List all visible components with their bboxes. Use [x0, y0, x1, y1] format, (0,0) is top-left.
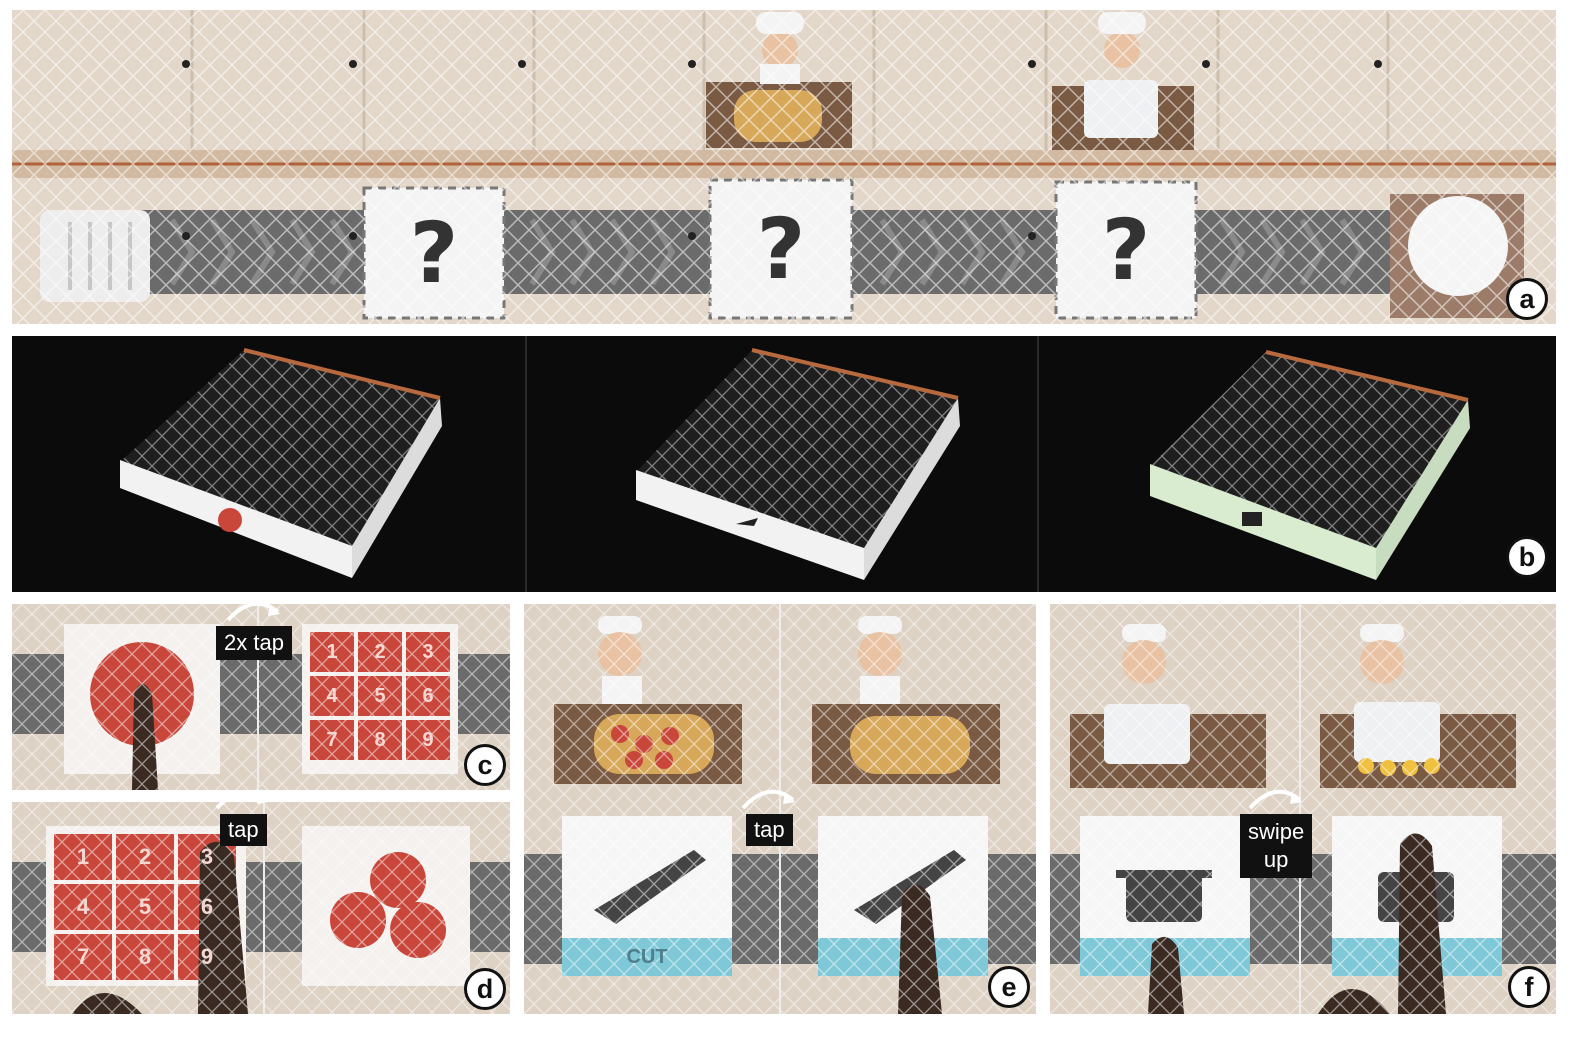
tile-knife: [636, 348, 960, 580]
panel-label-f: f: [1508, 966, 1550, 1008]
digit-1: 1: [326, 640, 338, 663]
mystery-tile-3: ?: [1101, 201, 1151, 299]
digit-8: 8: [138, 944, 152, 969]
mystery-tile-2: ?: [756, 200, 806, 298]
panel-label-c: c: [464, 744, 506, 786]
panel-b-scene: [120, 336, 1470, 592]
panel-d-tap: 1 2 3 4 5 6 7 8 9 tap d: [12, 802, 510, 1014]
panel-label-a: a: [1506, 278, 1548, 320]
curved-arrow-icon: [1248, 789, 1303, 810]
panel-label-b: b: [1506, 536, 1548, 578]
digit-3: 3: [200, 844, 214, 869]
panel-f-swipe-up: swipe up f: [1050, 604, 1556, 1014]
mystery-tile-1: ?: [409, 204, 459, 302]
gesture-tap-cut: tap: [741, 789, 796, 846]
panel-label-e: e: [988, 966, 1030, 1008]
numpad-digits: 1 2 3 4 5 6 7 8 9: [310, 632, 450, 760]
digit-2: 2: [374, 640, 386, 663]
panel-d-scene: [12, 802, 510, 1014]
digit-6: 6: [200, 894, 214, 919]
panel-a-game-board: ? ? ? a: [12, 10, 1556, 324]
tile-tomato: [120, 348, 442, 578]
gesture-tap: tap: [215, 802, 270, 846]
digit-4: 4: [326, 684, 338, 707]
cut-label-left: CUT: [626, 946, 668, 968]
digit-5: 5: [138, 894, 152, 919]
digit-9: 9: [200, 944, 214, 969]
panel-e-scene: [524, 604, 1036, 1014]
digit-7: 7: [326, 728, 338, 751]
digit-2: 2: [138, 844, 152, 869]
panel-b-physical-tiles: b: [12, 336, 1556, 592]
gesture-double-tap: 2x tap: [216, 604, 292, 660]
digit-4: 4: [76, 894, 90, 919]
digit-6: 6: [422, 684, 434, 707]
panel-c-double-tap: 1 2 3 4 5 6 7 8 9 2x tap c: [12, 604, 510, 790]
curved-arrow-icon: [226, 604, 280, 622]
digit-7: 7: [76, 944, 90, 969]
digit-1: 1: [76, 844, 90, 869]
curved-arrow-icon: [215, 802, 270, 810]
gesture-swipe-up: swipe up: [1240, 789, 1313, 878]
panel-c-scene: [12, 604, 510, 790]
panel-label-d: d: [464, 968, 506, 1010]
digit-8: 8: [374, 728, 386, 751]
tile-pot: [1150, 350, 1470, 580]
digit-3: 3: [422, 640, 434, 663]
panel-a-scene: [12, 10, 1556, 324]
panel-e-tap-cut: CUT tap e: [524, 604, 1036, 1014]
numpad-digits-d: 1 2 3 4 5 6 7 8 9: [54, 834, 236, 980]
digit-5: 5: [374, 684, 386, 707]
digit-9: 9: [422, 728, 434, 751]
curved-arrow-icon: [741, 789, 796, 810]
